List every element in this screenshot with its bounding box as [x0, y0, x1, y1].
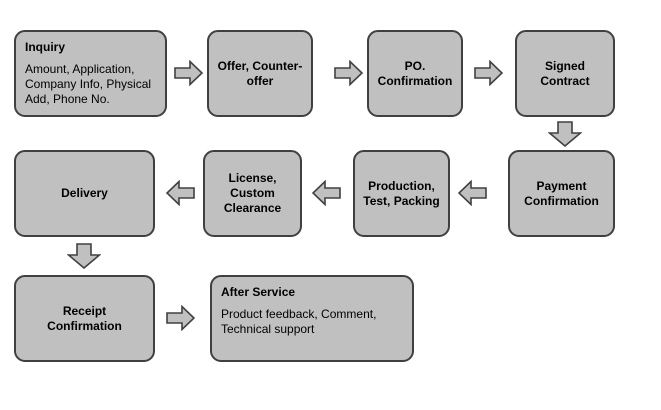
- node-after-service: After Service Product feedback, Comment,…: [210, 275, 414, 362]
- node-body: Amount, Application, Company Info, Physi…: [25, 62, 152, 106]
- node-title: Inquiry: [25, 40, 66, 54]
- node-inquiry: Inquiry Amount, Application, Company Inf…: [14, 30, 167, 117]
- node-title: Offer, Counter-offer: [217, 58, 303, 88]
- node-signed-contract: Signed Contract: [515, 30, 615, 117]
- arrow-right-icon: [174, 60, 203, 86]
- node-title: Receipt Confirmation: [47, 303, 122, 333]
- arrow-right-icon: [474, 60, 503, 86]
- node-title: Payment Confirmation: [524, 178, 599, 208]
- node-title: Signed Contract: [540, 58, 590, 88]
- node-payment-confirmation: Payment Confirmation: [508, 150, 615, 237]
- node-po-confirmation: PO. Confirmation: [367, 30, 463, 117]
- arrow-down-icon: [548, 121, 582, 147]
- node-receipt-confirmation: Receipt Confirmation: [14, 275, 155, 362]
- arrow-right-icon: [166, 305, 195, 331]
- node-title: After Service: [221, 285, 296, 299]
- node-offer-counter-offer: Offer, Counter-offer: [207, 30, 313, 117]
- node-production-test-packing: Production, Test, Packing: [353, 150, 450, 237]
- arrow-left-icon: [166, 180, 195, 206]
- arrow-left-icon: [458, 180, 487, 206]
- node-body: Product feedback, Comment, Technical sup…: [221, 307, 377, 336]
- arrow-left-icon: [312, 180, 341, 206]
- arrow-right-icon: [334, 60, 363, 86]
- node-title: Production, Test, Packing: [363, 178, 440, 208]
- node-license-custom-clearance: License, Custom Clearance: [203, 150, 302, 237]
- node-delivery: Delivery: [14, 150, 155, 237]
- node-title: Delivery: [61, 186, 108, 200]
- node-title: PO. Confirmation: [377, 58, 453, 88]
- node-title: License, Custom Clearance: [223, 171, 282, 215]
- arrow-down-icon: [67, 243, 101, 269]
